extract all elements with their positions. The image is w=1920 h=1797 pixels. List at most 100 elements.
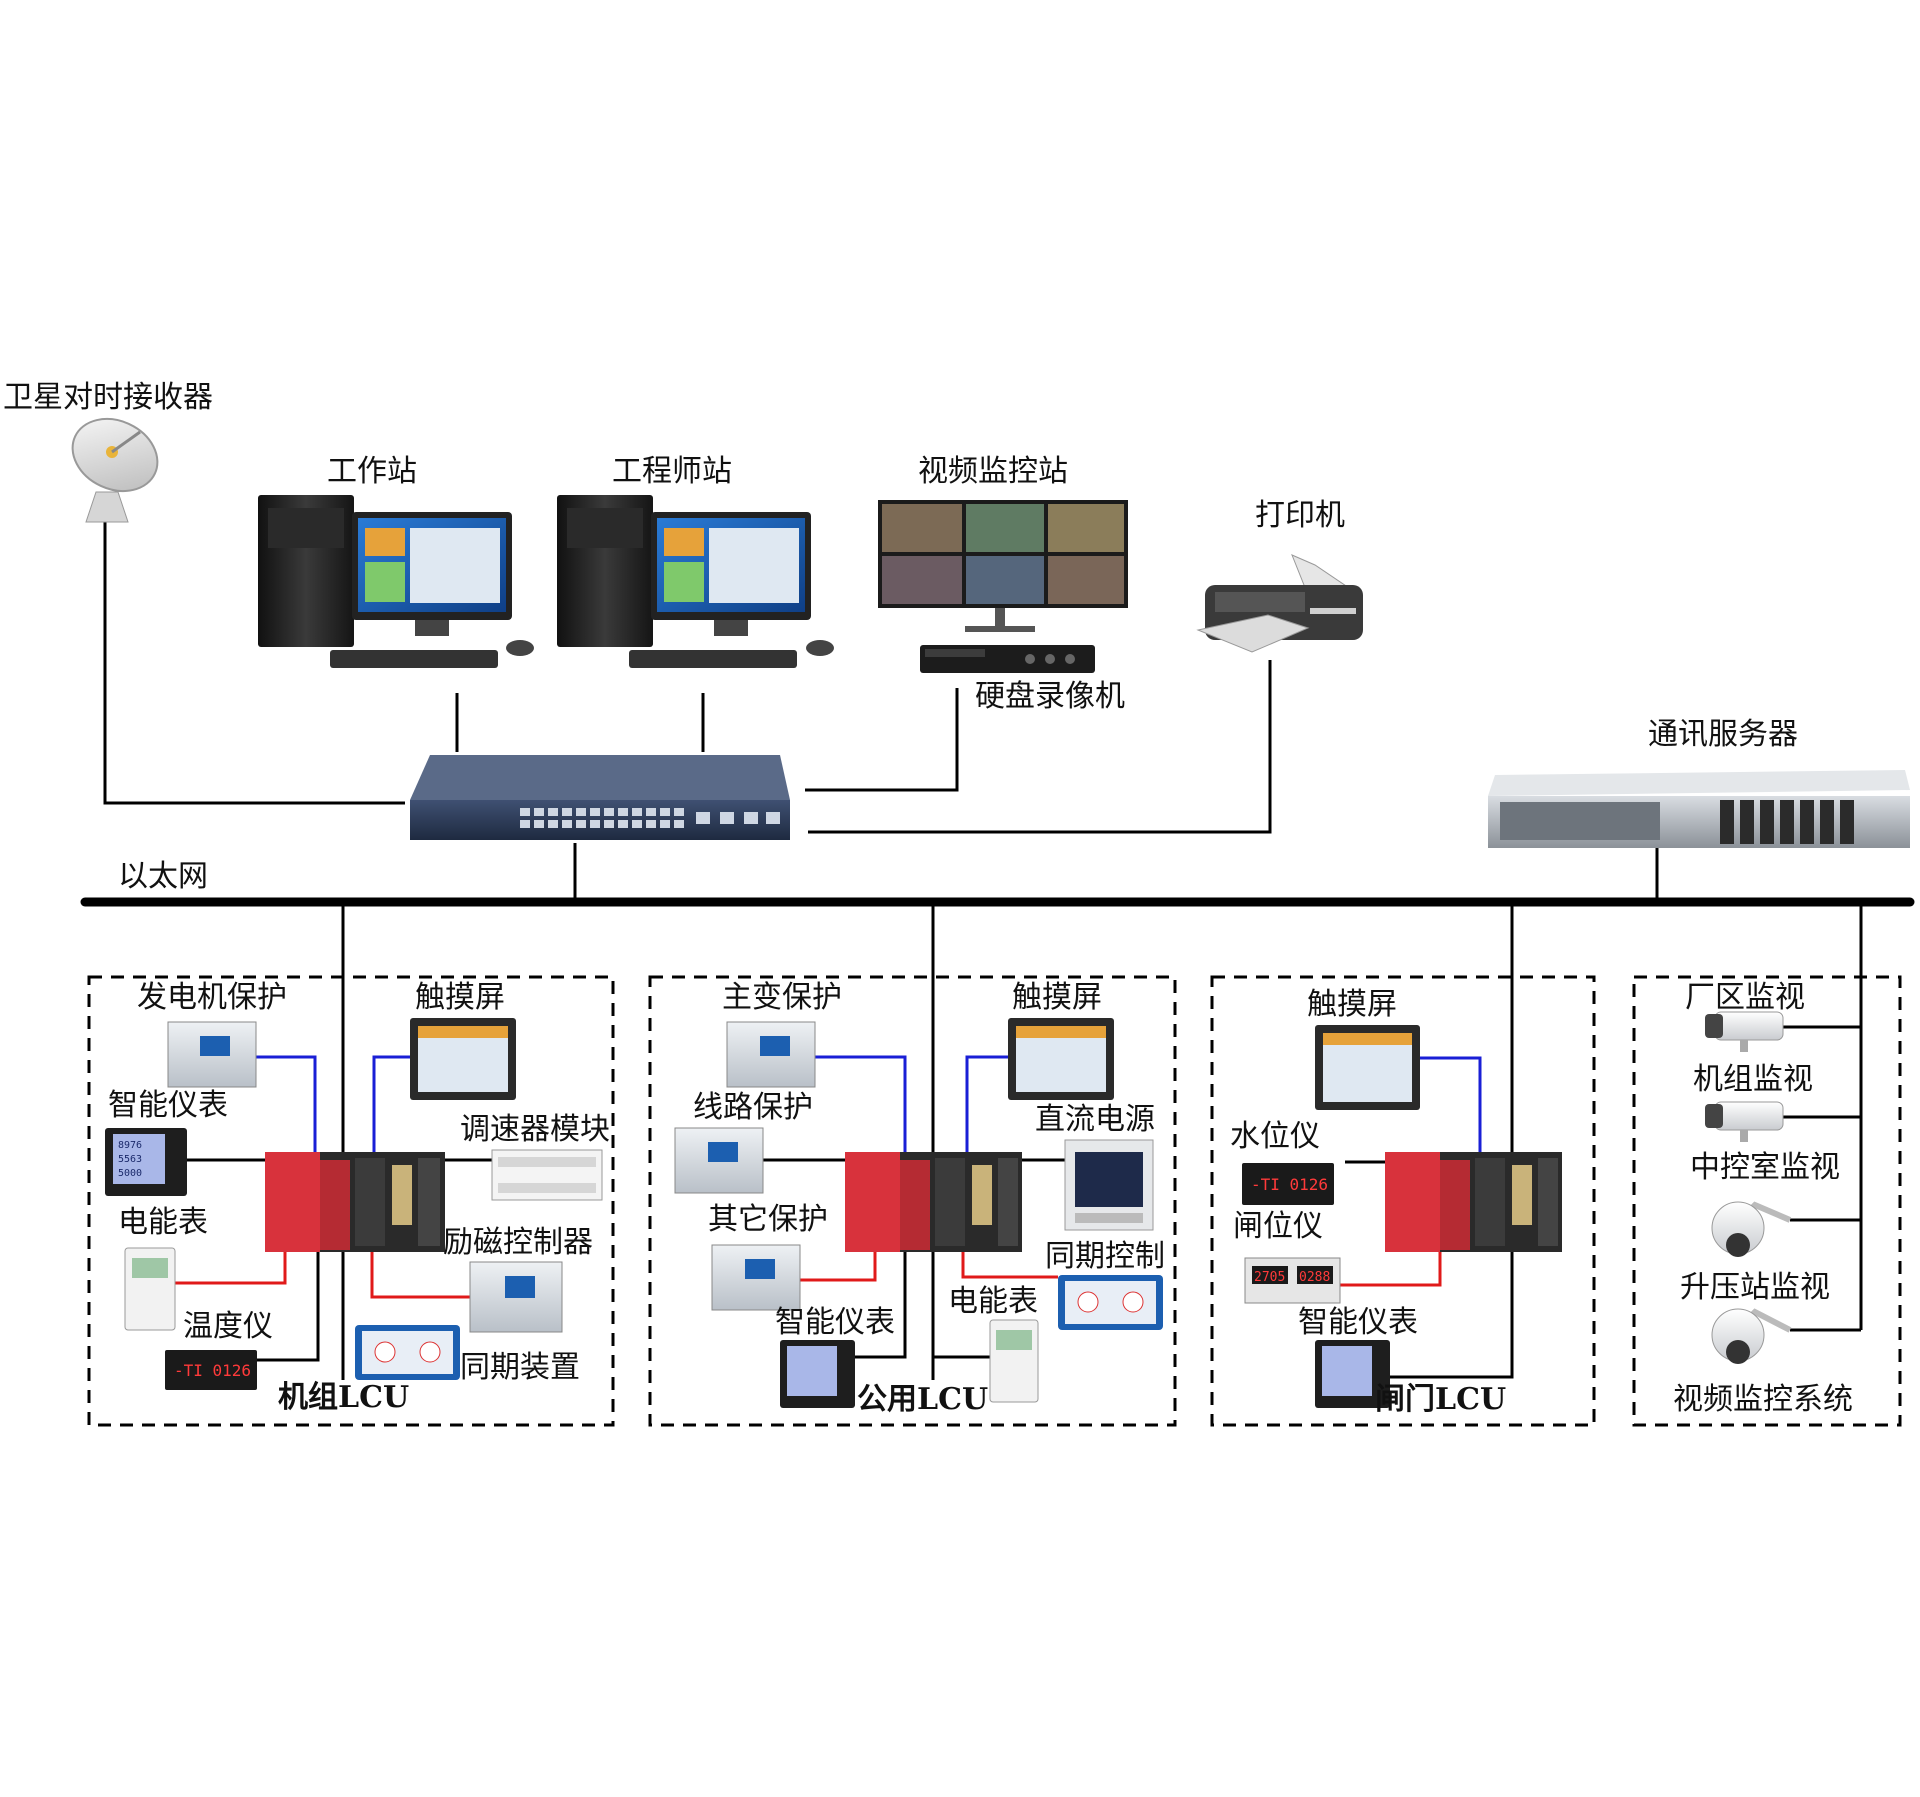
unit-lcu-title: 机组LCU	[278, 1380, 410, 1415]
engineer-station-icon	[557, 495, 834, 668]
gate-touchscreen-icon	[1315, 1025, 1420, 1110]
substation-label: 升压站监视	[1680, 1270, 1830, 1305]
common-touchscreen-label: 触摸屏	[1012, 980, 1102, 1015]
engineer-station-label: 工程师站	[612, 454, 732, 489]
gate-lcu-box	[1210, 975, 1596, 1427]
plant-camera-icon	[1705, 1011, 1784, 1052]
plant-area-label: 厂区监视	[1685, 980, 1805, 1015]
red-link-sync-control	[961, 1252, 1058, 1279]
unit-lcu-wiring	[175, 1055, 492, 1362]
video-station-label: 视频监控站	[918, 454, 1068, 489]
top-wiring	[103, 520, 1659, 900]
meter-readout: 5000	[118, 1168, 142, 1179]
transformer-protection-relay-icon	[726, 1021, 816, 1088]
common-touchscreen-icon	[1008, 1018, 1114, 1100]
gate-lcu-title: 闸门LCU	[1375, 1382, 1507, 1417]
satellite-dish-icon	[71, 418, 159, 523]
common-lcu-wiring	[760, 1055, 1065, 1359]
meter-readout: 5563	[118, 1154, 142, 1165]
sync-control-icon	[1058, 1275, 1163, 1330]
common-smart-meter-label: 智能仪表	[775, 1305, 895, 1340]
dvr-icon	[920, 645, 1095, 673]
unit-monitor-label: 机组监视	[1693, 1062, 1813, 1097]
video-wall-icon	[878, 500, 1128, 632]
blue-link-gate-touchscreen	[1420, 1056, 1482, 1152]
printer-label: 打印机	[1255, 498, 1345, 533]
common-energy-meter-icon	[989, 1319, 1039, 1403]
unit-lcu-box	[87, 975, 615, 1427]
link-thermometer	[255, 1252, 320, 1362]
gate-plc-icon	[1385, 1152, 1562, 1252]
water-level-meter-icon: -TI 0126	[1242, 1163, 1334, 1205]
red-link-other-protection	[800, 1252, 877, 1282]
thermo-readout: -TI 0126	[174, 1361, 251, 1380]
dvr-label: 硬盘录像机	[975, 679, 1125, 714]
thermometer-icon: -TI 0126	[165, 1350, 257, 1390]
group-boxes	[87, 975, 1902, 1427]
blue-link-transformer-protection	[815, 1055, 907, 1152]
blue-link-gen-protection	[255, 1055, 317, 1152]
gate-smart-meter-label: 智能仪表	[1298, 1305, 1418, 1340]
gate-touchscreen-label: 触摸屏	[1307, 987, 1397, 1022]
unit-energy-meter-icon	[124, 1247, 176, 1331]
other-protection-label: 其它保护	[708, 1202, 828, 1237]
sync-control-label: 同期控制	[1045, 1239, 1165, 1274]
common-lcu-box	[648, 975, 1177, 1427]
red-link-excitation	[370, 1252, 470, 1299]
sync-device-icon	[355, 1325, 460, 1380]
link-gate-smart-meter	[1390, 1252, 1514, 1379]
link-common-smart-meter	[855, 1252, 907, 1359]
governor-module-icon	[491, 1149, 603, 1201]
substation-dome-camera-icon	[1711, 1308, 1792, 1364]
unit-plc-icon	[265, 1152, 445, 1252]
water-level-label: 水位仪	[1230, 1119, 1320, 1154]
gen-protection-label: 发电机保护	[137, 980, 287, 1015]
gen-protection-relay-icon	[167, 1021, 257, 1088]
gate-position-label: 闸位仪	[1233, 1209, 1323, 1244]
red-link-energy-meter	[175, 1252, 287, 1285]
common-plc-icon	[845, 1152, 1022, 1252]
red-link-gate-position	[1340, 1252, 1442, 1287]
line-protection-label: 线路保护	[693, 1090, 813, 1125]
ethernet-label: 以太网	[118, 859, 208, 894]
gate-position-meter-icon: 2705 0288	[1244, 1257, 1341, 1304]
gate-readout-b: 0288	[1299, 1270, 1330, 1285]
blue-link-touchscreen	[372, 1055, 410, 1152]
unit-smart-meter-label: 智能仪表	[108, 1088, 228, 1123]
wire-printer-switch	[808, 660, 1272, 834]
dc-power-label: 直流电源	[1035, 1102, 1155, 1137]
video-system-box	[1632, 975, 1902, 1427]
thermometer-label: 温度仪	[183, 1309, 273, 1344]
sync-device-label: 同期装置	[460, 1350, 580, 1385]
governor-module-label: 调速器模块	[460, 1112, 610, 1147]
other-protection-relay-icon	[711, 1244, 801, 1311]
excitation-label: 励磁控制器	[443, 1225, 593, 1260]
workstation-icon	[258, 495, 534, 668]
workstation-label: 工作站	[327, 454, 417, 489]
unit-touchscreen-icon	[410, 1018, 516, 1100]
comm-server-icon	[1488, 770, 1910, 848]
common-lcu-title: 公用LCU	[857, 1382, 989, 1417]
blue-link-common-touchscreen	[965, 1055, 1008, 1152]
wire-satellite-switch	[103, 520, 405, 805]
line-protection-relay-icon	[674, 1127, 764, 1194]
gate-lcu-wiring	[1340, 1056, 1514, 1379]
comm-server-label: 通讯服务器	[1648, 717, 1798, 752]
gate-readout-a: 2705	[1254, 1270, 1285, 1285]
dc-power-icon	[1064, 1139, 1154, 1231]
unit-energy-meter-label: 电能表	[118, 1205, 208, 1240]
link-common-energy-meter	[931, 1252, 990, 1359]
transformer-protection-label: 主变保护	[722, 980, 842, 1015]
meter-readout: 8976	[118, 1140, 142, 1151]
water-level-readout: -TI 0126	[1251, 1175, 1328, 1194]
network-switch-icon	[410, 755, 790, 840]
control-room-label: 中控室监视	[1690, 1150, 1840, 1185]
common-smart-meter-icon	[780, 1340, 855, 1408]
common-energy-meter-label: 电能表	[948, 1284, 1038, 1319]
video-system-wiring	[1780, 1025, 1861, 1332]
excitation-controller-icon	[469, 1261, 563, 1333]
gate-smart-meter-icon	[1315, 1340, 1390, 1408]
control-room-dome-camera-icon	[1711, 1201, 1792, 1257]
